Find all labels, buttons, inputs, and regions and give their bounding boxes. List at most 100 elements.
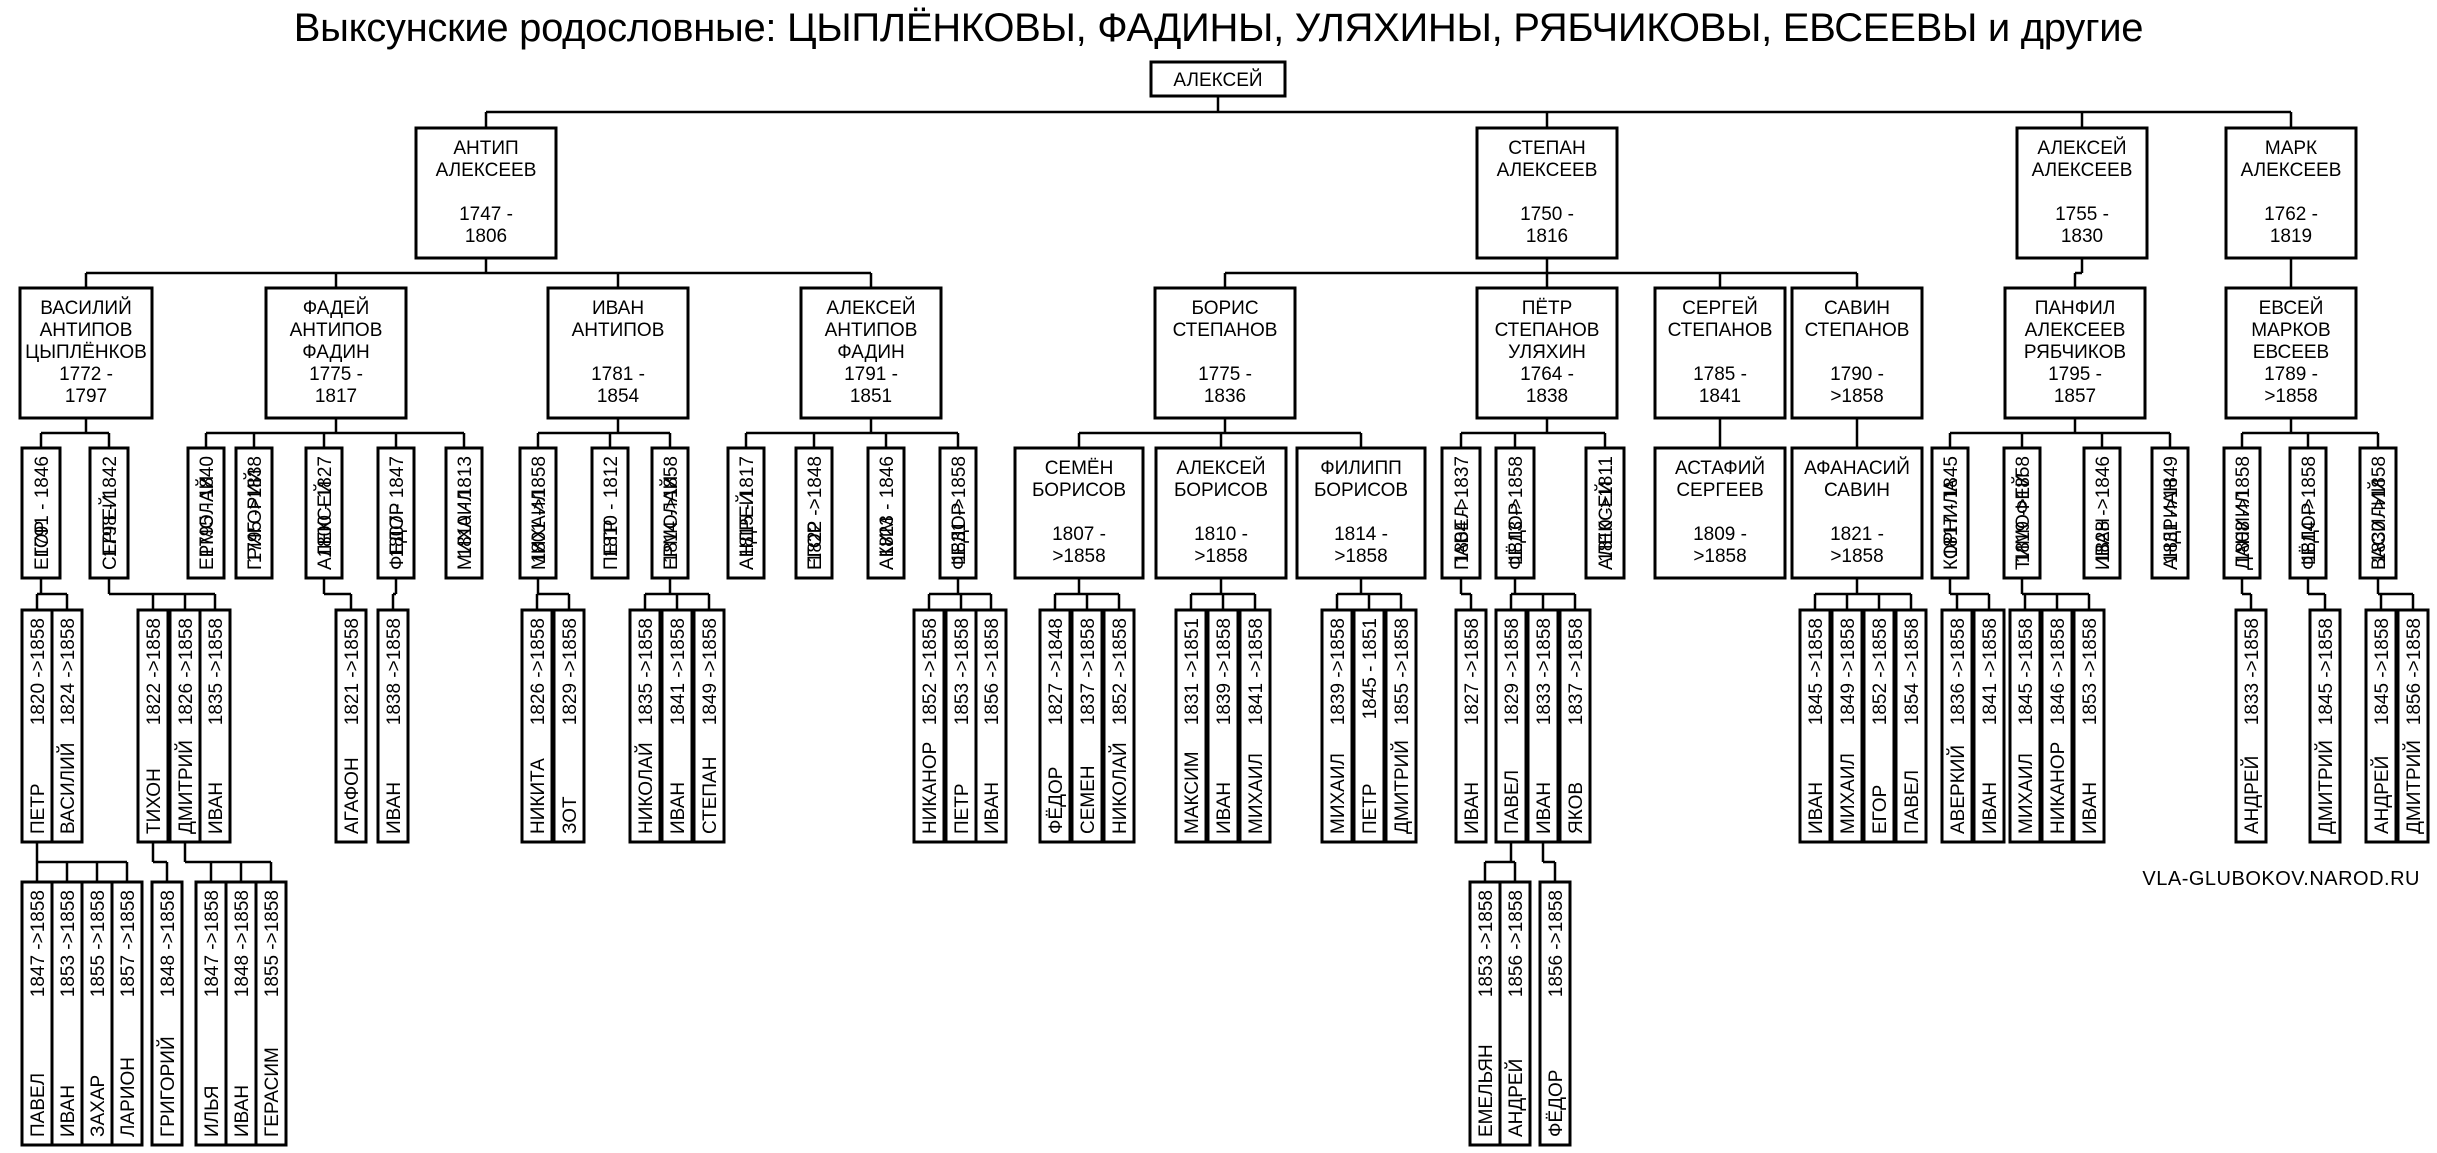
aleksey-f-years: 1800 - 1827 <box>315 456 336 557</box>
petr-s-child-2-years: 1810 ->1811 <box>1596 456 1617 562</box>
filipp-box <box>1295 446 1427 580</box>
petr-e-child-3-years: 1857 ->1858 <box>118 890 139 997</box>
ivan-a-child-1-label: ПЕТР <box>601 519 622 570</box>
pavel2-years: 1829 ->1858 <box>1502 618 1523 725</box>
afanasiy-years-line: >1858 <box>1830 546 1883 567</box>
afanasiy-name-line: САВИН <box>1824 480 1890 501</box>
aleksey-al-years-line: 1755 - <box>2055 204 2109 225</box>
aleksey-b-child-2-box <box>1238 608 1272 844</box>
boris-years-line: 1836 <box>1204 386 1246 407</box>
panfil-name-line: АЛЕКСЕЕВ <box>2025 320 2126 341</box>
antip-name-line: АНТИП <box>453 138 518 159</box>
fedor-p-label: ФЁДОР <box>1506 503 1527 570</box>
sergey1-child-2-years: 1835 ->1858 <box>206 618 227 725</box>
stepan-years-line: 1816 <box>1526 226 1568 247</box>
sergey-s-years-line: 1785 - <box>1693 364 1747 385</box>
semen-child-0-label: ФЁДОР <box>1046 767 1067 834</box>
fedor-p-child-2-box <box>1558 608 1592 844</box>
semen-name-line: СЕМЁН <box>1045 458 1114 479</box>
antip-name-line: АЛЕКСЕЕВ <box>436 160 537 181</box>
petr-e-child-2-label: ЗАХАР <box>88 1075 109 1137</box>
pavel2-child-0-years: 1853 ->1858 <box>1476 890 1497 997</box>
tihon-child-0-years: 1848 ->1858 <box>158 890 179 997</box>
aleksey-b-name-line: АЛЕКСЕЙ <box>1176 457 1265 479</box>
dmitriy1-child-2-label: ГЕРАСИМ <box>262 1047 283 1137</box>
fedor-a-child-2-years: 1856 ->1858 <box>982 618 1003 725</box>
panfil-child-2-label: ИВАН <box>2093 518 2114 570</box>
fadey-name-line: ФАДИН <box>302 342 370 363</box>
fadey-child-0-years: 1795 - 1840 <box>197 456 218 557</box>
petr-s-box <box>1475 286 1619 420</box>
petr-s-name-line: УЛЯХИН <box>1508 342 1586 363</box>
ermolay-i-child-0-label: НИКОЛАЙ <box>635 742 657 834</box>
petr-e-child-3-box <box>110 880 144 1147</box>
aleksey-a-child-2-box <box>866 446 906 580</box>
ermolay-i-label: ЕРМОЛАЙ <box>660 476 682 570</box>
evsey-name-line: МАРКОВ <box>2251 320 2330 341</box>
petr-s-name-line: СТЕПАНОВ <box>1495 320 1600 341</box>
sergey-s-child-0-years-line: 1809 - <box>1693 524 1747 545</box>
petr-e-child-1-years: 1853 ->1858 <box>58 890 79 997</box>
vasiliy-years-line: 1772 - <box>59 364 113 385</box>
aleksey-b-child-1-box <box>1206 608 1240 844</box>
mark-name-line: АЛЕКСЕЕВ <box>2241 160 2342 181</box>
filipp-name-line: БОРИСОВ <box>1314 480 1408 501</box>
mihail-i-years: 1801 ->1858 <box>529 456 550 563</box>
petr-e-child-2-box <box>80 880 114 1147</box>
sergey-s-child-0-box <box>1653 446 1787 580</box>
mihail-i-child-0-label: НИКИТА <box>528 758 549 834</box>
fedor-f-label: ФЕДОР <box>387 503 408 570</box>
semen-child-2-box <box>1102 608 1136 844</box>
fedor-a-child-1-years: 1853 ->1858 <box>952 618 973 725</box>
afanasiy-child-1-years: 1849 ->1858 <box>1838 618 1859 725</box>
filipp-years-line: 1814 - <box>1334 524 1388 545</box>
aleksey-b-years-line: 1810 - <box>1194 524 1248 545</box>
pavel2-child-0-label: ЕМЕЛЬЯН <box>1476 1044 1497 1137</box>
sergey-s-child-0-name-line: СЕРГЕЕВ <box>1676 480 1763 501</box>
vasiliy-m-child-0-box <box>2364 608 2398 844</box>
kornila-child-0-label: АВЕРКИЙ <box>1947 745 1969 834</box>
sergey-s-name-line: СЕРГЕЙ <box>1682 297 1758 319</box>
aleksey-a-child-2-years: 1823 - 1846 <box>877 456 898 557</box>
aleksey-b-child-2-years: 1841 ->1858 <box>1246 618 1267 725</box>
sergey-s-child-0-name-line: АСТАФИЙ <box>1675 457 1765 479</box>
aleksey-f-child-0-label: АГАФОН <box>342 757 363 834</box>
semen-child-1-box <box>1070 608 1104 844</box>
egor1-child-1-label: ВАСИЛИЙ <box>57 743 79 834</box>
semen-years-line: >1858 <box>1052 546 1105 567</box>
egor1-label: ЕГОР <box>32 521 53 570</box>
aleksey-b-years-line: >1858 <box>1194 546 1247 567</box>
timofey-box <box>2002 446 2042 580</box>
afanasiy-child-0-years: 1845 ->1858 <box>1806 618 1827 725</box>
kornila-child-1-box <box>1972 608 2006 844</box>
fedor-f-child-0-label: ИВАН <box>384 782 405 834</box>
